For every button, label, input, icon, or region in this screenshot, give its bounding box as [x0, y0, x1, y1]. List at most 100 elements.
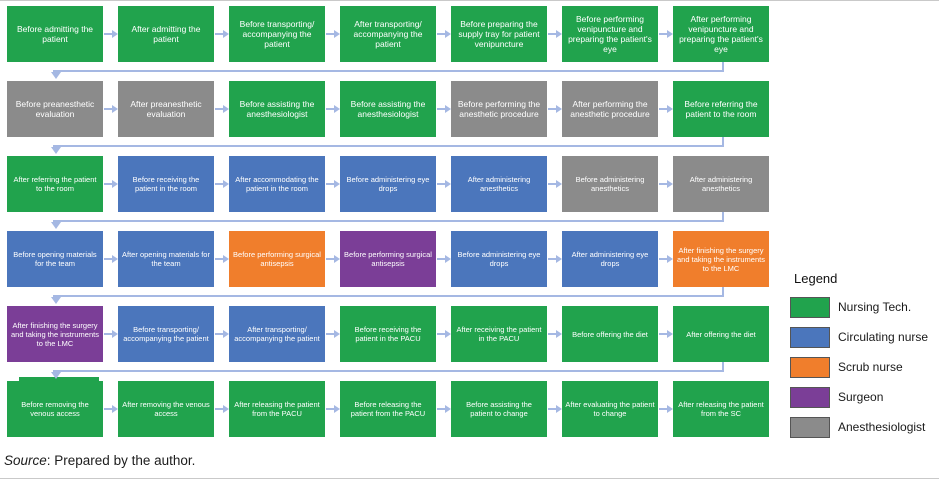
legend-label: Circulating nurse — [838, 330, 929, 344]
right-arrow-icon — [436, 381, 451, 437]
flow-box: Before receiving the patient in the PACU — [340, 306, 436, 362]
flow-box: Before admitting the patient — [7, 6, 103, 62]
row-wrap-connector-stub — [722, 362, 724, 370]
right-arrow-icon — [436, 81, 451, 137]
right-arrow-icon — [547, 306, 562, 362]
row-wrap-connector-stub — [722, 62, 724, 70]
flow-box: After opening materials for the team — [118, 231, 214, 287]
flow-box: After administering eye drops — [562, 231, 658, 287]
flow-box: Before receiving the patient in the room — [118, 156, 214, 212]
flow-box: After performing the anesthetic procedur… — [562, 81, 658, 137]
flow-row-6: Before removing the venous access After r… — [7, 381, 769, 437]
right-arrow-icon — [436, 156, 451, 212]
right-arrow-icon — [103, 6, 118, 62]
legend-swatch-scrub_nurse — [790, 356, 830, 378]
legend-swatch-nursing_tech — [790, 296, 830, 318]
right-arrow-icon — [325, 381, 340, 437]
source-label: Source — [4, 453, 47, 468]
down-arrow-icon — [51, 147, 61, 154]
source-note: Source: Prepared by the author. — [4, 453, 195, 468]
flow-box: After removing the venous access — [118, 381, 214, 437]
right-arrow-icon — [436, 6, 451, 62]
right-arrow-icon — [325, 231, 340, 287]
right-arrow-icon — [325, 156, 340, 212]
right-arrow-icon — [547, 156, 562, 212]
legend-item-anesthesiologist: Anesthesiologist — [790, 412, 938, 442]
legend-item-nursing_tech: Nursing Tech. — [790, 292, 938, 322]
flow-box: Before assisting the patient to change — [451, 381, 547, 437]
flow-row-4: Before opening materials for the team Aft… — [7, 231, 769, 287]
legend-item-scrub_nurse: Scrub nurse — [790, 352, 938, 382]
legend-swatch-circulating_nurse — [790, 326, 830, 348]
legend-label: Scrub nurse — [838, 360, 903, 374]
flow-box: After transporting/ accompanying the pat… — [340, 6, 436, 62]
flow-box: After offering the diet — [673, 306, 769, 362]
down-arrow-icon — [51, 72, 61, 79]
flow-box: After admitting the patient — [118, 6, 214, 62]
legend-label: Nursing Tech. — [838, 300, 912, 314]
row-wrap-connector-stub — [722, 212, 724, 220]
flow-row-5: After finishing the surgery and taking t… — [7, 306, 769, 362]
legend-item-surgeon: Surgeon — [790, 382, 938, 412]
right-arrow-icon — [547, 6, 562, 62]
flow-box: Before referring the patient to the room — [673, 81, 769, 137]
row-wrap-connector-line — [53, 220, 724, 222]
right-arrow-icon — [103, 381, 118, 437]
right-arrow-icon — [214, 306, 229, 362]
flow-box: Before administering eye drops — [340, 156, 436, 212]
right-arrow-icon — [325, 81, 340, 137]
row-wrap-connector-line — [53, 145, 724, 147]
right-arrow-icon — [103, 306, 118, 362]
right-arrow-icon — [214, 81, 229, 137]
right-arrow-icon — [436, 231, 451, 287]
right-arrow-icon — [214, 156, 229, 212]
flow-box: Before removing the venous access — [7, 381, 103, 437]
down-arrow-icon — [51, 372, 61, 379]
legend-item-circulating_nurse: Circulating nurse — [790, 322, 938, 352]
flow-box: After finishing the surgery and taking t… — [7, 306, 103, 362]
right-arrow-icon — [547, 381, 562, 437]
right-arrow-icon — [214, 381, 229, 437]
process-flowchart: Before admitting the patient After admitt… — [7, 6, 769, 446]
flow-box: After referring the patient to the room — [7, 156, 103, 212]
flow-box: Before preparing the supply tray for pat… — [451, 6, 547, 62]
right-arrow-icon — [214, 231, 229, 287]
row-wrap-connector-line — [53, 295, 724, 297]
row-wrap-connector-line — [53, 370, 724, 372]
flow-box: After receiving the patient in the PACU — [451, 306, 547, 362]
right-arrow-icon — [658, 156, 673, 212]
right-arrow-icon — [658, 381, 673, 437]
flow-box: Before transporting/ accompanying the pa… — [229, 6, 325, 62]
legend-swatch-surgeon — [790, 386, 830, 408]
right-arrow-icon — [325, 6, 340, 62]
flow-row-3: After referring the patient to the room B… — [7, 156, 769, 212]
right-arrow-icon — [436, 306, 451, 362]
right-arrow-icon — [658, 81, 673, 137]
right-arrow-icon — [103, 81, 118, 137]
flow-box: Before assisting the anesthesiologist — [229, 81, 325, 137]
row-wrap-connector-line — [53, 70, 724, 72]
flow-box: After evaluating the patient to change — [562, 381, 658, 437]
flow-box: After transporting/ accompanying the pat… — [229, 306, 325, 362]
right-arrow-icon — [658, 6, 673, 62]
flow-box: Before opening materials for the team — [7, 231, 103, 287]
flow-box: After accommodating the patient in the r… — [229, 156, 325, 212]
right-arrow-icon — [547, 81, 562, 137]
legend-swatch-anesthesiologist — [790, 416, 830, 438]
right-arrow-icon — [658, 231, 673, 287]
flow-box: Before performing surgical antisepsis — [340, 231, 436, 287]
flow-box: Before performing surgical antisepsis — [229, 231, 325, 287]
legend-label: Surgeon — [838, 390, 884, 404]
flow-box: After administering anesthetics — [451, 156, 547, 212]
down-arrow-icon — [51, 297, 61, 304]
source-text: : Prepared by the author. — [46, 453, 196, 468]
flow-box: After preanesthetic evaluation — [118, 81, 214, 137]
right-arrow-icon — [214, 6, 229, 62]
flow-box: Before administering eye drops — [451, 231, 547, 287]
flow-box: After performing venipuncture and prepar… — [673, 6, 769, 62]
right-arrow-icon — [658, 306, 673, 362]
flow-box: After finishing the surgery and taking t… — [673, 231, 769, 287]
